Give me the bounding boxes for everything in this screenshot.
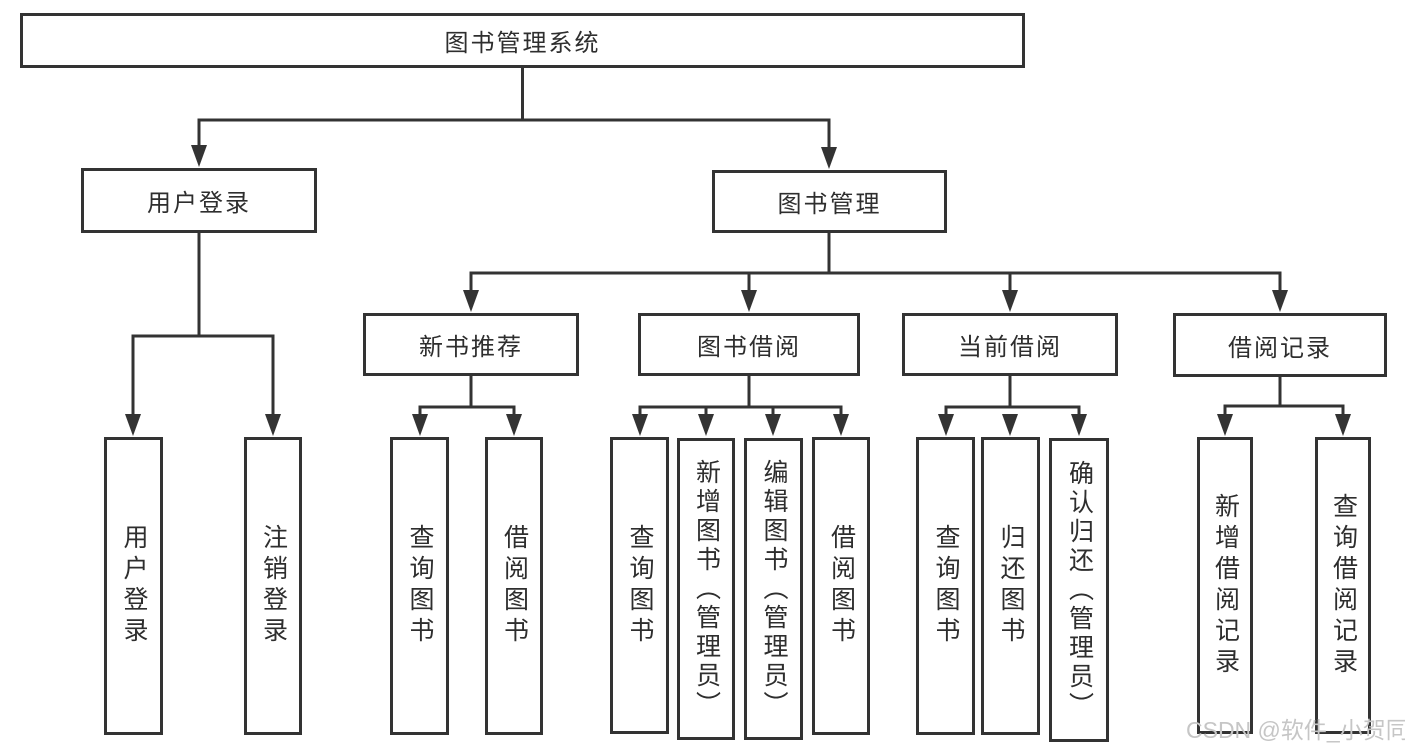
node-root-label: 图书管理系统	[444, 30, 601, 57]
node-current-borrow-label: 当前借阅	[958, 334, 1062, 361]
leaf-cb-confirm-return-admin: 确认归还（管理员）	[1049, 438, 1109, 742]
connector-book-mgmt-children	[469, 233, 1282, 297]
leaf-user-login: 用户登录	[104, 437, 163, 735]
connector-borrow-record-children	[1223, 377, 1345, 421]
leaf-bb-edit-books-admin: 编辑图书（管理员）	[744, 438, 803, 740]
leaf-br-query-record-label: 查询借阅记录	[1329, 492, 1358, 679]
leaf-bb-query-books: 查询图书	[610, 437, 669, 734]
csdn-watermark: CSDN @软件_小贺同学	[1186, 717, 1405, 743]
node-user-login-label: 用户登录	[147, 190, 251, 217]
node-book-mgmt: 图书管理	[712, 170, 947, 233]
node-user-login: 用户登录	[81, 168, 317, 233]
connector-root-to-level2	[197, 68, 831, 154]
node-root: 图书管理系统	[20, 13, 1025, 68]
leaf-cb-return-books: 归还图书	[981, 437, 1040, 735]
node-borrow-record-label: 借阅记录	[1228, 334, 1332, 362]
leaf-bb-borrow-books: 借阅图书	[812, 437, 870, 735]
leaf-nbr-borrow-books: 借阅图书	[485, 437, 543, 735]
node-current-borrow: 当前借阅	[902, 313, 1118, 376]
leaf-cb-confirm-return-admin-label: 确认归还（管理员）	[1065, 459, 1094, 721]
node-borrow-record: 借阅记录	[1173, 313, 1387, 377]
leaf-bb-borrow-books-label: 借阅图书	[827, 524, 856, 648]
connector-book-borrow-children	[638, 376, 843, 421]
arrowheads	[125, 145, 1351, 436]
connector-user-login-children	[131, 233, 275, 420]
leaf-cb-query-books-label: 查询图书	[932, 524, 960, 648]
node-new-book-rec-label: 新书推荐	[419, 334, 523, 361]
leaf-bb-edit-books-admin-label: 编辑图书（管理员）	[760, 458, 788, 720]
leaf-cb-return-books-label: 归还图书	[997, 524, 1025, 648]
node-book-borrow-label: 图书借阅	[697, 334, 801, 361]
leaf-bb-add-books-admin-label: 新增图书（管理员）	[692, 458, 721, 720]
leaf-logout-login: 注销登录	[244, 437, 302, 735]
leaf-nbr-borrow-books-label: 借阅图书	[500, 524, 529, 648]
leaf-user-login-label: 用户登录	[120, 524, 148, 648]
node-new-book-rec: 新书推荐	[363, 313, 579, 376]
connector-new-book-rec-children	[418, 376, 516, 421]
leaf-bb-query-books-label: 查询图书	[626, 523, 654, 648]
leaf-br-query-record: 查询借阅记录	[1315, 437, 1371, 734]
leaf-cb-query-books: 查询图书	[916, 437, 975, 735]
connector-current-borrow-children	[944, 376, 1081, 421]
leaf-logout-login-label: 注销登录	[259, 524, 288, 648]
leaf-br-add-record-label: 新增借阅记录	[1211, 492, 1240, 679]
node-book-borrow: 图书借阅	[638, 313, 860, 376]
leaf-bb-add-books-admin: 新增图书（管理员）	[677, 438, 735, 740]
leaf-br-add-record: 新增借阅记录	[1197, 437, 1253, 734]
leaf-nbr-query-books-label: 查询图书	[406, 524, 434, 648]
leaf-nbr-query-books: 查询图书	[390, 437, 449, 735]
node-book-mgmt-label: 图书管理	[777, 191, 882, 218]
